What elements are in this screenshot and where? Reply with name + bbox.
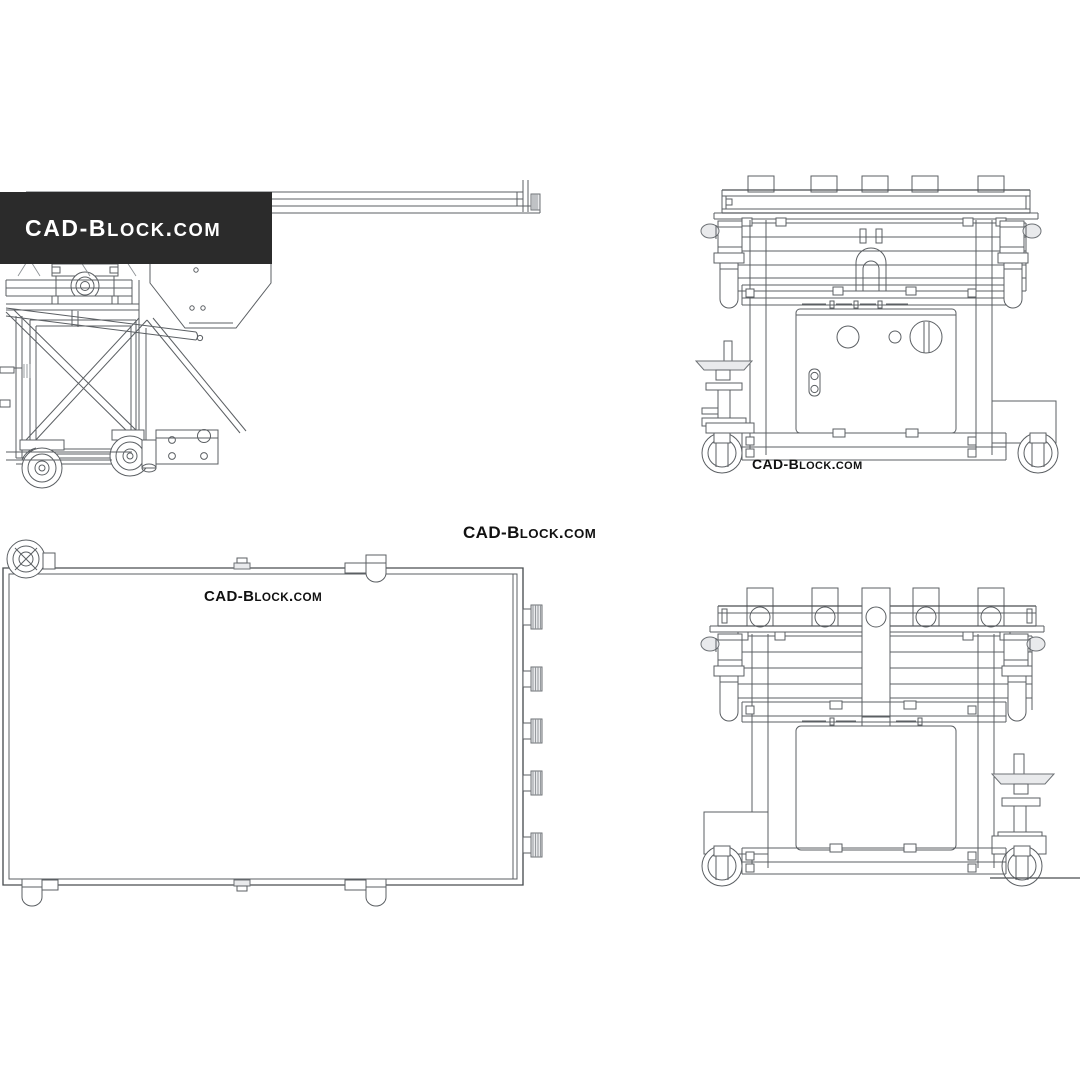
watermark-banner: CAD-BLOCK.COM <box>0 192 272 264</box>
side-main-frame <box>6 280 139 328</box>
side-truss <box>6 310 246 442</box>
plan-edge-knob <box>523 667 542 691</box>
front-caster-upper-right <box>998 221 1041 308</box>
front-caster-lower-left <box>702 423 754 473</box>
plan-caster-bottom-left <box>22 879 58 906</box>
front-bottom-rail <box>742 429 1006 460</box>
rear-caster-upper-right <box>1002 634 1045 721</box>
rear-access-panel <box>796 718 956 850</box>
front-center-chute <box>856 248 886 291</box>
rear-caster-lower-left <box>702 812 768 886</box>
side-brake-lever <box>0 364 30 407</box>
front-caster-lower-right <box>992 401 1058 473</box>
plan-edge-knob <box>523 833 542 857</box>
rear-hand-wheel <box>992 754 1054 840</box>
side-caster-left <box>20 440 64 488</box>
plan-view <box>0 535 560 915</box>
plan-edge-knob <box>523 719 542 743</box>
plan-deck <box>3 568 523 885</box>
front-caster-upper-left <box>701 221 744 308</box>
plan-edge-knob <box>523 605 542 629</box>
front-elevation-view <box>690 165 1075 485</box>
rear-elevation-view <box>670 580 1080 910</box>
front-top-rail <box>714 190 1038 219</box>
front-access-panel <box>796 301 956 433</box>
watermark-center: CAD-BLOCK.COM <box>463 523 597 542</box>
watermark-banner-text: CAD-BLOCK.COM <box>25 214 222 241</box>
front-hand-wheel <box>696 341 752 426</box>
front-legs <box>742 220 1006 455</box>
side-lower-beam <box>6 452 132 460</box>
front-slat-band <box>726 218 1026 291</box>
rear-bottom-rail <box>742 844 1006 874</box>
plan-plug-top <box>234 558 250 569</box>
plan-edge-knob <box>523 771 542 795</box>
watermark-front-elevation: CAD-BLOCK.COM <box>752 456 863 472</box>
rear-caster-upper-left <box>701 634 744 721</box>
plan-caster-top-left <box>7 540 55 578</box>
front-roller-tabs <box>748 176 1004 192</box>
side-caster-right <box>110 430 218 477</box>
plan-plug-bottom <box>234 880 250 891</box>
plan-caster-top-right <box>345 555 386 582</box>
plan-caster-bottom-right <box>345 879 386 906</box>
watermark-plan: CAD-BLOCK.COM <box>204 588 323 605</box>
